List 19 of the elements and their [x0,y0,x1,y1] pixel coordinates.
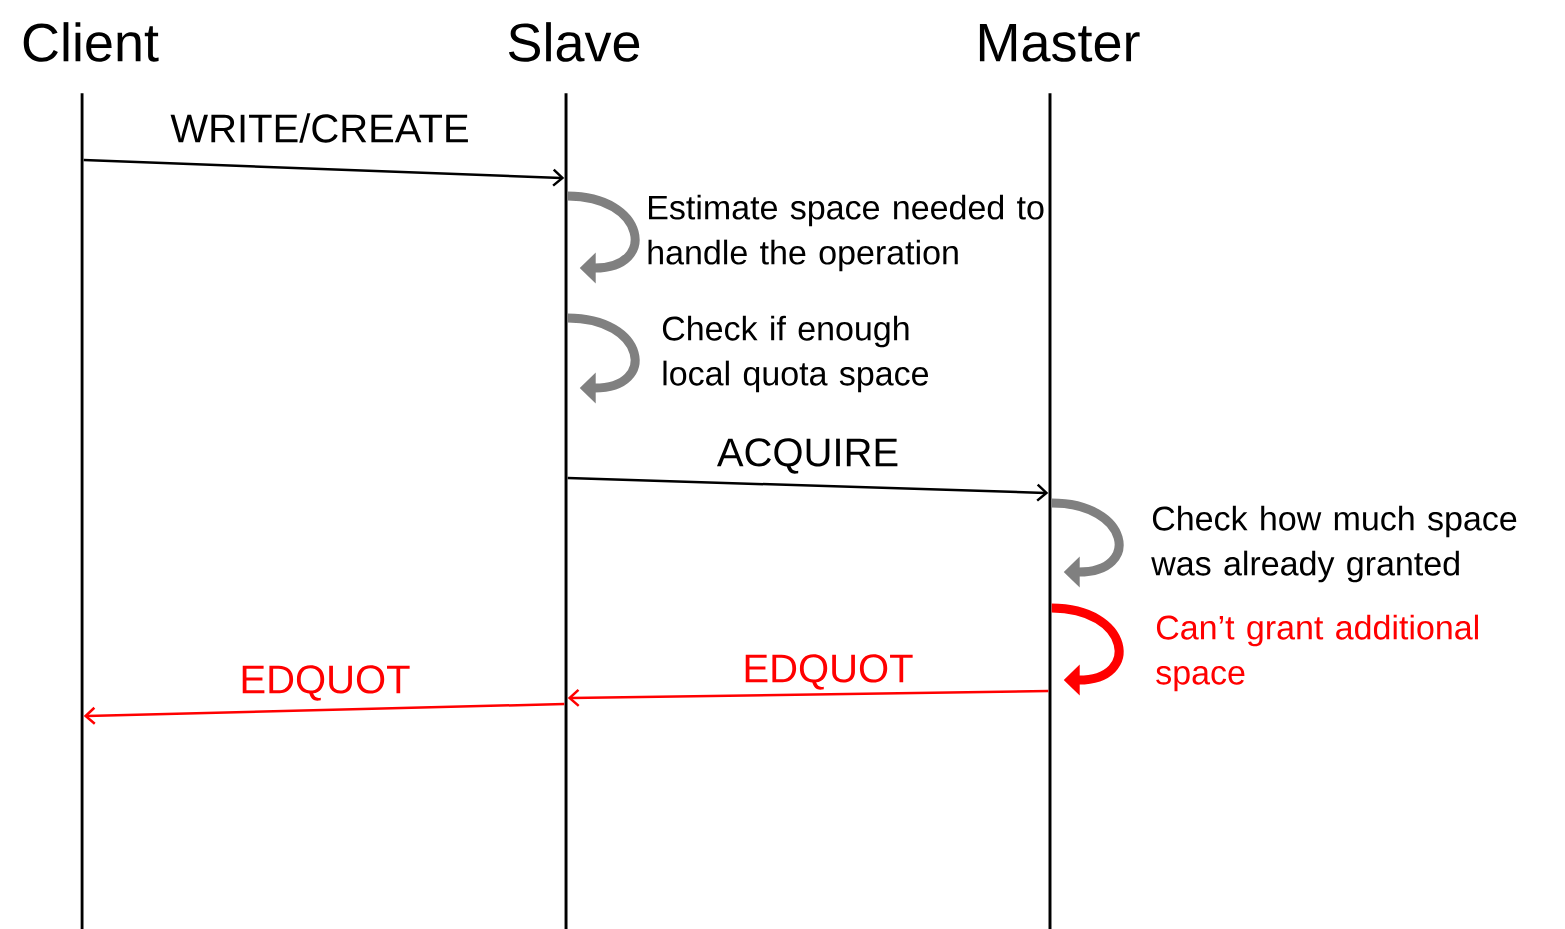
edge-label: WRITE/CREATE [170,113,468,143]
self-loop-arrow [567,191,640,284]
message-arrow [567,476,1049,502]
edge-label: Estimate space needed to handle the operation [648,194,1044,272]
message-arrow [83,158,565,187]
lifeline-header: Client [23,22,159,62]
edge-label: EDQUOT [242,665,410,701]
edge-label: Check how much space was already granted [1151,505,1517,583]
edge-label: Check if enough local quota space [662,315,929,393]
edge-label: Can’t grant additional space [1156,614,1478,692]
edge-label: EDQUOT [745,654,913,690]
self-loop-arrow [1051,603,1124,696]
self-loop-arrow [567,313,640,404]
self-loop-arrow [1051,498,1124,588]
message-arrow [83,702,565,725]
edge-label: ACQUIRE [716,438,898,474]
lifeline-header: Slave [508,22,640,62]
message-arrow [567,688,1049,707]
lifeline-header: Master [979,24,1140,62]
